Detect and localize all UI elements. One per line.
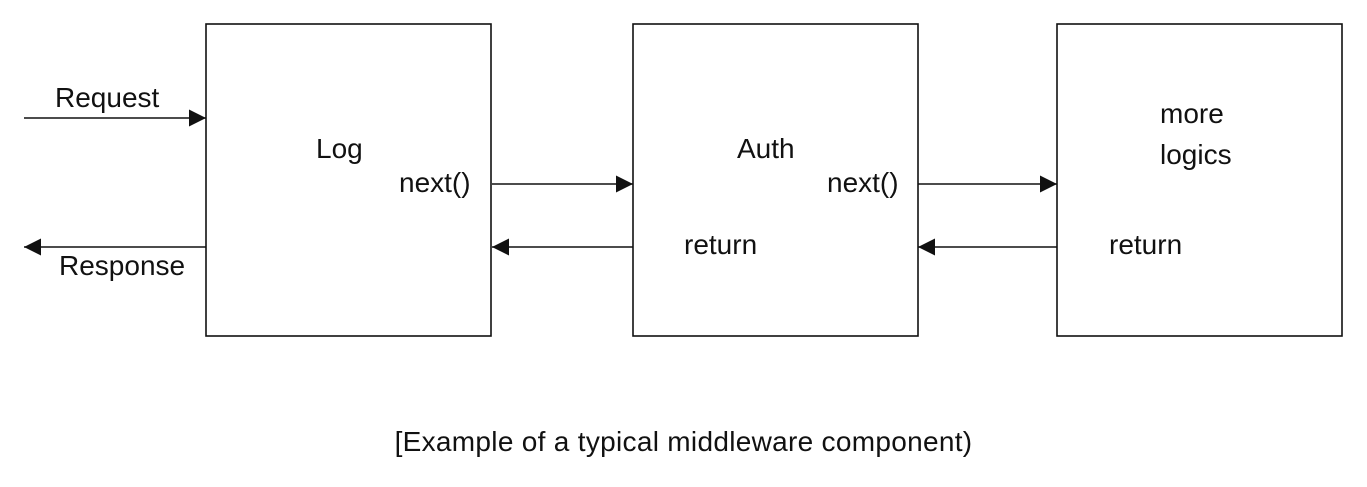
log-next-label: next() <box>399 167 471 198</box>
log-box <box>205 23 492 337</box>
more-logics-box <box>1056 23 1343 337</box>
diagram-caption: [Example of a typical middleware compone… <box>394 426 973 457</box>
auth-box-title: Auth <box>737 133 795 164</box>
log-box-title: Log <box>316 133 363 164</box>
auth-box <box>632 23 919 337</box>
auth-return-label: return <box>684 229 758 260</box>
auth-next-label: next() <box>827 167 899 198</box>
more-logics-title-line1: more <box>1160 98 1224 129</box>
more-logics-title-line2: logics <box>1160 139 1232 170</box>
more-return-label: return <box>1109 229 1183 260</box>
response-label: Response <box>59 250 186 281</box>
request-label: Request <box>55 82 160 113</box>
